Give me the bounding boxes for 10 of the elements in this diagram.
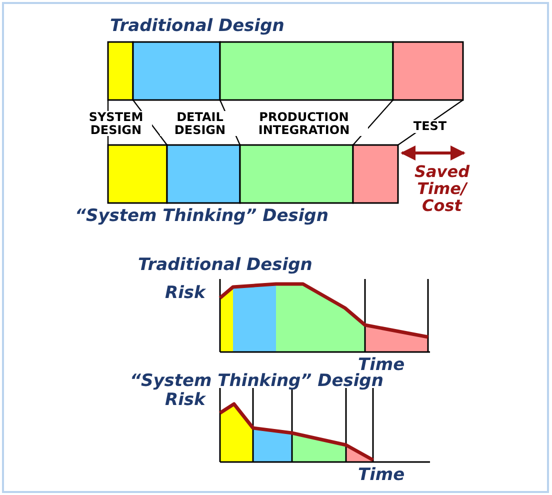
axis-label: Time [358, 357, 405, 375]
axis-label: Risk [165, 392, 206, 410]
axis-label: Risk [165, 285, 206, 303]
section-title: “System Thinking” Design [75, 208, 328, 226]
chart-title: Traditional Design [138, 257, 312, 275]
chart-title: “System Thinking” Design [130, 373, 384, 391]
phase-label: DETAIL DESIGN [160, 111, 240, 136]
axis-label: Time [358, 467, 405, 485]
section-title: Traditional Design [110, 18, 284, 36]
saved-time-note: Saved Time/ Cost [413, 164, 471, 214]
